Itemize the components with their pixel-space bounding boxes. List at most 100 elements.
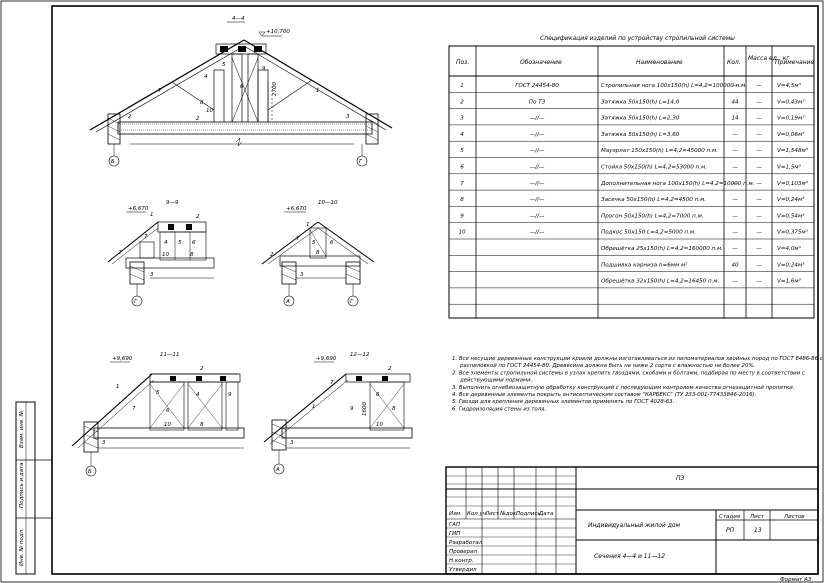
note-item: 2. Все элементы стропильной системы в уз… bbox=[452, 370, 805, 383]
spec-cell-note: V=0,54м³ bbox=[777, 212, 805, 219]
spec-cell-qty: — bbox=[732, 132, 738, 138]
spec-cell-note: V=0,19м³ bbox=[777, 115, 805, 122]
spec-cell-designation: —//— bbox=[530, 197, 545, 203]
spec-cell-mass: — bbox=[756, 197, 762, 203]
spec-cell-designation: —//— bbox=[530, 165, 545, 171]
spec-cell-pos: 1 bbox=[460, 83, 464, 89]
spec-cell-name: Прогон 50х150(h) L=4,2=7000 п.м. bbox=[601, 213, 704, 219]
note-item: 1. Все несущие деревянные конструкции кр… bbox=[452, 356, 823, 369]
spec-cell-pos: 3 bbox=[460, 116, 464, 122]
spec-cell-pos: 2 bbox=[460, 99, 464, 105]
section-11-11-axis: Б bbox=[88, 469, 92, 475]
section-11-11: 11—11 +9,690 Б 1 2 5 6 10 8 7 4 9 3 bbox=[71, 352, 245, 477]
spec-table: Спецификация изделий по устройству строп… bbox=[448, 35, 815, 319]
col-header-note: Примечание bbox=[775, 59, 814, 66]
spec-cell-name: Мауэрлат 150х150(h) L=4,2=45000 п.м. bbox=[601, 148, 718, 154]
section-12-12-level: +9,690 bbox=[316, 356, 337, 362]
side-stamp-label-1: Взам. инв. № bbox=[19, 410, 25, 448]
col-header-designation: Обозначение bbox=[520, 59, 562, 66]
section-10-10-pos: 6 bbox=[330, 240, 334, 246]
spec-cell-designation: —//— bbox=[530, 230, 545, 236]
section-11-11-pos: 6 bbox=[166, 408, 170, 414]
spec-cell-qty: — bbox=[732, 197, 738, 203]
section-9-9-pos: 4 bbox=[164, 240, 168, 246]
section-10-10-title: 10—10 bbox=[318, 200, 338, 206]
spec-cell-note: V=0,375м³ bbox=[777, 229, 809, 236]
spec-cell-mass: — bbox=[756, 262, 762, 268]
section-12-12-title: 12—12 bbox=[350, 352, 370, 358]
section-4-4: 4—4 +10,700 bbox=[89, 16, 393, 167]
spec-cell-mass: — bbox=[756, 246, 762, 252]
section-4-4-axis-1: Б bbox=[111, 159, 115, 165]
spec-cell-mass: — bbox=[756, 230, 762, 236]
spec-cell-note: V=1,5м³ bbox=[777, 164, 802, 171]
section-9-9-pos: 7 bbox=[144, 234, 148, 240]
side-stamp-label-2: Подпись и дата bbox=[19, 462, 25, 508]
spec-cell-mass: — bbox=[756, 132, 762, 138]
spec-cell-pos: 7 bbox=[460, 181, 464, 187]
section-12-12-pos: 9 bbox=[350, 406, 354, 412]
spec-cell-designation: —//— bbox=[530, 181, 545, 187]
spec-cell-mass: — bbox=[756, 279, 762, 285]
section-10-10-pos: 2 bbox=[270, 252, 274, 258]
spec-cell-mass: — bbox=[756, 116, 762, 122]
note-item: 5. Гвозди для крепления деревянных элеме… bbox=[452, 399, 674, 405]
section-11-11-pos: 2 bbox=[200, 366, 204, 372]
section-11-11-title: 11—11 bbox=[160, 352, 180, 358]
section-9-9-pos: 3 bbox=[150, 272, 154, 278]
section-9-9-title: 9—9 bbox=[166, 200, 179, 206]
stamp-col-header: Кол.уч. bbox=[467, 511, 488, 517]
section-12-12-pos: 3 bbox=[290, 440, 294, 446]
spec-cell-mass: — bbox=[756, 213, 762, 219]
spec-cell-qty: — bbox=[732, 148, 738, 154]
section-11-11-level: +9,690 bbox=[112, 356, 133, 362]
section-4-4-title: 4—4 bbox=[232, 16, 245, 22]
section-10-10-pos: 3 bbox=[300, 272, 304, 278]
section-12-12-axis: А bbox=[275, 467, 280, 473]
section-12-12-pos: 7 bbox=[330, 380, 334, 386]
stamp-col-header: Подпись bbox=[516, 511, 541, 517]
stamp-role: Разработал bbox=[449, 540, 483, 546]
section-4-4-level: +10,700 bbox=[266, 29, 290, 35]
section-4-4-pos: 1 bbox=[316, 88, 320, 94]
stamp-doc-code: ПЗ bbox=[676, 475, 685, 482]
section-12-12-pos: 6 bbox=[376, 392, 380, 398]
spec-cell-mass: — bbox=[756, 181, 762, 187]
note-item: 3. Выполнить огнебиозащитную обработку к… bbox=[452, 385, 794, 391]
section-10-10-axis: Г bbox=[350, 299, 354, 305]
section-9-9-pos: 6 bbox=[192, 240, 196, 246]
section-10-10-pos: 5 bbox=[312, 240, 316, 246]
section-4-4-pos: 7 bbox=[158, 88, 162, 94]
stamp-role: ГАП bbox=[449, 522, 460, 528]
spec-cell-qty: — bbox=[732, 230, 738, 236]
spec-cell-pos: 10 bbox=[458, 230, 466, 236]
inner-frame bbox=[51, 5, 819, 575]
section-4-4-axis-2: Г bbox=[359, 159, 363, 165]
spec-cell-name: Засечка 50х150(h) L=4,2=4500 п.м. bbox=[601, 197, 706, 203]
spec-cell-pos: 4 bbox=[460, 132, 464, 138]
spec-cell-qty: — bbox=[732, 181, 738, 187]
side-stamp-label-3: Инв. № подл. bbox=[19, 528, 25, 566]
spec-cell-pos: 9 bbox=[460, 213, 464, 219]
spec-cell-note: V=4,5м³ bbox=[777, 82, 802, 89]
section-9-9-pos: 8 bbox=[190, 252, 194, 258]
section-10-10: 10—10 +6,670 А Г 1 7 5 6 8 2 3 bbox=[261, 200, 375, 307]
section-12-12-dim: 1600 bbox=[362, 402, 368, 416]
spec-cell-designation: —//— bbox=[530, 148, 545, 154]
section-10-10-level: +6,670 bbox=[286, 206, 307, 212]
spec-cell-designation: —//— bbox=[530, 116, 545, 122]
section-11-11-pos: 5 bbox=[156, 390, 160, 396]
spec-cell-qty: — bbox=[732, 213, 738, 219]
section-4-4-pos: 2 bbox=[196, 116, 200, 122]
note-item: 4. Все деревянные элементы покрыть антис… bbox=[452, 392, 756, 398]
section-4-4-dim: 2700 bbox=[272, 82, 278, 96]
spec-cell-qty: — bbox=[732, 246, 738, 252]
title-block: Изм. Кол.уч. Лист №док. Подпись Дата ГАП… bbox=[445, 466, 819, 575]
stamp-sheet-title: Сечения 4—4 и 11—12 bbox=[594, 553, 665, 560]
spec-cell-pos: 6 bbox=[460, 165, 464, 171]
stamp-role: Проверил bbox=[449, 549, 478, 555]
spec-cell-mass: — bbox=[756, 83, 762, 89]
spec-cell-mass: — bbox=[756, 99, 762, 105]
col-header-pos: Поз. bbox=[456, 59, 469, 66]
